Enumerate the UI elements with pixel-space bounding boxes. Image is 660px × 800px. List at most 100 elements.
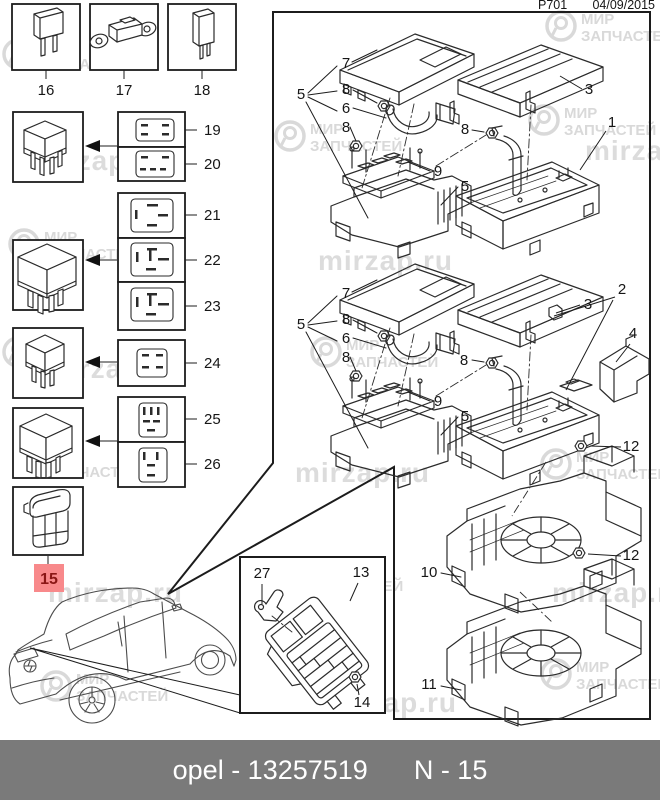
watermark-url: mirzap.ru xyxy=(318,245,453,276)
callout-3: 3 xyxy=(585,81,593,98)
callout-8: 8 xyxy=(342,311,350,328)
svg-text:ЗАПЧАСТЕЙ: ЗАПЧАСТЕЙ xyxy=(76,687,168,705)
callout-2: 2 xyxy=(618,281,626,298)
footer-bar: opel - 13257519 N - 15 xyxy=(0,740,660,800)
svg-text:МИР: МИР xyxy=(576,659,609,676)
assembly2-art xyxy=(306,264,486,488)
socket-label: 21 xyxy=(204,207,221,224)
callout-8: 8 xyxy=(460,352,468,369)
socket-label: 24 xyxy=(204,355,221,372)
callout-14: 14 xyxy=(354,694,371,711)
bolt-down-fuse-drawing xyxy=(89,16,157,49)
callout-8: 8 xyxy=(342,81,350,98)
callout-6: 6 xyxy=(342,330,350,347)
part-15-highlight xyxy=(34,564,64,592)
socket-label: 22 xyxy=(204,252,221,269)
watermark-brand: МИР ЗАПЧАСТЕЙ xyxy=(545,10,660,45)
cover-tray1-art xyxy=(450,45,603,255)
fuse-row: 16 17 18 xyxy=(11,3,237,99)
leaders-right2 xyxy=(553,296,631,557)
micro-relay-drawing xyxy=(23,120,67,177)
mini-relay-2-drawing xyxy=(19,413,73,479)
callout-9: 9 xyxy=(434,163,442,180)
callout-8: 8 xyxy=(342,349,350,366)
mini-relay-drawing xyxy=(17,243,77,315)
svg-text:ЗАПЧАСТЕЙ: ЗАПЧАСТЕЙ xyxy=(576,465,660,483)
callout-4: 4 xyxy=(629,325,637,342)
svg-text:МИР: МИР xyxy=(581,11,614,28)
socket-label-ticks xyxy=(185,129,197,165)
car-drawing xyxy=(8,587,237,724)
svg-text:МИР: МИР xyxy=(310,121,343,138)
relay-arrow-head xyxy=(85,435,100,447)
inset-box: 27 13 14 xyxy=(239,556,386,714)
svg-text:МИР: МИР xyxy=(76,671,109,688)
svg-text:ЗАПЧАСТЕЙ: ЗАПЧАСТЕЙ xyxy=(581,27,660,45)
callout-11: 11 xyxy=(421,676,437,693)
watermark-url: mirzap.ru xyxy=(585,135,660,166)
relay-module-15-drawing xyxy=(23,488,71,548)
callout-8: 8 xyxy=(342,119,350,136)
leaders-right1 xyxy=(559,75,607,171)
callout-5: 5 xyxy=(297,316,305,333)
nut-12-lower xyxy=(572,547,586,559)
callout-8: 8 xyxy=(461,121,469,138)
mini-blade-fuse-drawing xyxy=(33,7,64,57)
callout-7: 7 xyxy=(342,55,350,72)
part-15-label: 15 xyxy=(40,571,58,588)
inset-border xyxy=(239,556,386,714)
socket-label: 23 xyxy=(204,298,221,315)
main-diagram-border xyxy=(167,11,651,720)
socket-label: 20 xyxy=(204,156,221,173)
socket-label-ticks xyxy=(185,418,197,465)
callout-5: 5 xyxy=(461,178,469,195)
socket-label: 19 xyxy=(204,122,221,139)
fuse-label: 17 xyxy=(116,82,133,99)
socket-24-face xyxy=(136,348,168,378)
callout-5: 5 xyxy=(297,86,305,103)
callout-12: 12 xyxy=(623,547,640,564)
rear-fusebox-drawing xyxy=(254,589,370,710)
side-cover-4-drawing xyxy=(599,335,650,403)
callout-27: 27 xyxy=(254,565,271,582)
nut-12-upper xyxy=(574,440,588,452)
callout-12: 12 xyxy=(623,438,640,455)
socket-label: 25 xyxy=(204,411,221,428)
relay-group-1: 19 20 xyxy=(12,111,221,183)
cartridge-fuse-drawing xyxy=(192,8,215,60)
callout-6: 6 xyxy=(342,100,350,117)
svg-text:ЗАПЧАСТЕЙ: ЗАПЧАСТЕЙ xyxy=(346,353,438,371)
watermark-brand: МИР ЗАПЧАСТЕЙ xyxy=(274,120,402,155)
relay-group-3: 24 xyxy=(12,327,221,399)
micro-relay-2-drawing xyxy=(25,334,65,389)
fuse-label: 18 xyxy=(194,82,211,99)
callout-13: 13 xyxy=(353,564,370,581)
callout-5: 5 xyxy=(461,408,469,425)
alignment-dashdot xyxy=(511,461,553,623)
fuse-label-ticks xyxy=(45,70,203,79)
nut-14 xyxy=(348,671,362,683)
svg-text:ЗАПЧАСТЕЙ: ЗАПЧАСТЕЙ xyxy=(564,121,656,139)
callout-1: 1 xyxy=(608,114,616,131)
callout-9: 9 xyxy=(434,393,442,410)
socket-23-face xyxy=(130,287,174,322)
footer-part-number: opel - 13257519 xyxy=(172,754,368,785)
doc-date: 04/09/2015 xyxy=(592,0,655,12)
relay-group-2: 21 22 23 xyxy=(12,192,221,331)
callout-10: 10 xyxy=(421,564,438,581)
watermark-brand: МИР ЗАПЧАСТЕЙ xyxy=(310,336,438,371)
watermark-brand: МИР ЗАПЧАСТЕЙ xyxy=(540,658,660,693)
socket-21-face xyxy=(130,198,174,233)
socket-label: 26 xyxy=(204,456,221,473)
trunk-pointer-wedge xyxy=(29,647,241,714)
callout-7: 7 xyxy=(342,285,350,302)
svg-text:МИР: МИР xyxy=(564,105,597,122)
watermark-brand: МИР ЗАПЧАСТЕЙ xyxy=(540,448,660,483)
watermark-url: mirzap.ru xyxy=(48,577,183,608)
fuse-label: 16 xyxy=(38,82,55,99)
doc-code: P701 xyxy=(538,0,567,12)
relay-group-4: 25 26 xyxy=(12,396,221,488)
socket-20-face xyxy=(135,150,175,178)
